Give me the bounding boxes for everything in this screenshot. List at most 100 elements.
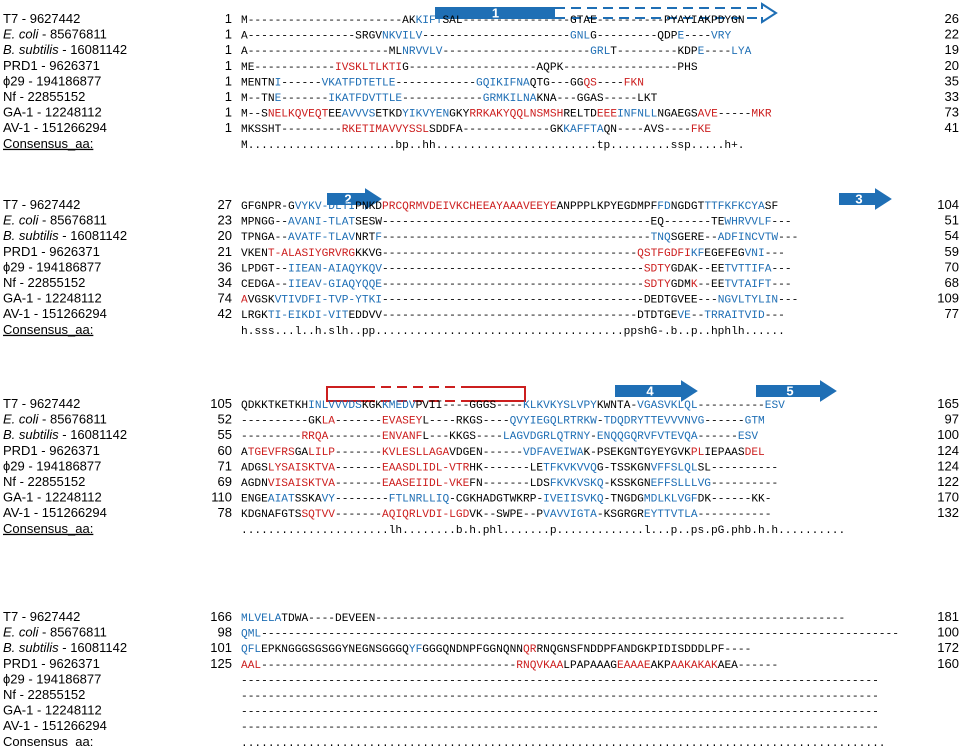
strand-annotation-4: 4 [615, 380, 698, 402]
end-position: 124 [937, 458, 959, 473]
aligned-sequence: AVGSKVTIVDFI-TVP-YTKI-------------------… [241, 295, 798, 307]
end-position: 33 [945, 89, 959, 104]
end-position: 160 [937, 656, 959, 671]
consensus-sequence: ......................lh........b.h.phl.… [241, 525, 845, 537]
strand-gap [555, 6, 761, 20]
sequence-name: ϕ29 - 194186877 [3, 259, 101, 274]
start-position: 69 [218, 474, 232, 489]
sequence-name: PRD1 - 9626371 [3, 656, 100, 671]
sequence-name: T7 - 9627442 [3, 396, 80, 411]
end-position: 181 [937, 609, 959, 624]
strand-annotation-5: 5 [756, 380, 837, 402]
start-position: 1 [225, 27, 232, 42]
start-position: 1 [225, 105, 232, 120]
strand-label: 2 [344, 192, 351, 207]
sequence-name: ϕ29 - 194186877 [3, 671, 101, 686]
sequence-name: AV-1 - 151266294 [3, 120, 107, 135]
start-position: 1 [225, 11, 232, 26]
aligned-sequence: QML-------------------------------------… [241, 629, 899, 641]
start-position: 20 [218, 228, 232, 243]
end-position: 19 [945, 42, 959, 57]
start-position: 71 [218, 458, 232, 473]
end-position: 124 [937, 443, 959, 458]
sequence-row: AV-1 - 151266294------------------------… [3, 718, 879, 734]
sequence-name: T7 - 9627442 [3, 197, 80, 212]
end-position: 35 [945, 73, 959, 88]
sequence-row: GA-1 - 12248112 -------------------------… [3, 703, 879, 719]
consensus-label: Consensus_aa: [3, 521, 93, 536]
aligned-sequence: ----------------------------------------… [241, 707, 879, 719]
start-position: 78 [218, 505, 232, 520]
strand-arrow [839, 188, 892, 210]
helix-annotation [326, 386, 526, 402]
aligned-sequence: VKENT-ALASIYGRVRGKKVG-------------------… [241, 248, 785, 260]
start-position: 21 [218, 244, 232, 259]
alignment-blocks: T7 - 9627442 1 M-----------------------AKK… [3, 11, 959, 746]
end-position: 73 [945, 105, 959, 120]
sequence-name: E. coli - 85676811 [3, 27, 107, 42]
strand-label: 1 [492, 6, 499, 21]
strand-arrow [756, 380, 837, 402]
sequence-name: PRD1 - 9626371 [3, 244, 100, 259]
start-position: 166 [210, 609, 232, 624]
sequence-row: Nf - 22855152---------------------------… [3, 687, 879, 703]
end-position: 77 [945, 306, 959, 321]
aligned-sequence: QDKKTKETKHINLVVVDSKGKKMEDVPVII----GGGS--… [241, 400, 785, 412]
start-position: 98 [218, 625, 232, 640]
end-position: 172 [937, 640, 959, 655]
start-position: 1 [225, 42, 232, 57]
sequence-name: AV-1 - 151266294 [3, 505, 107, 520]
strand-arrow [615, 380, 698, 402]
end-position: 100 [937, 625, 959, 640]
aligned-sequence: CEDGA--IIEAV-GIAQYQQE-------------------… [241, 279, 792, 291]
end-position: 100 [937, 427, 959, 442]
sequence-name: Nf - 22855152 [3, 474, 85, 489]
consensus-row: Consensus_aa:...........................… [3, 734, 886, 746]
end-position: 59 [945, 244, 959, 259]
strand-annotation-1: 1 [435, 2, 778, 24]
start-position: 60 [218, 443, 232, 458]
sequence-name: E. coli - 85676811 [3, 412, 107, 427]
helix-gap [365, 386, 470, 402]
strand-annotation-2: 2 [327, 188, 382, 210]
strand-label: 3 [855, 192, 862, 207]
start-position: 23 [218, 213, 232, 228]
aligned-sequence: MKSSHT---------RKETIMAVVYSSLSDDFA-------… [241, 124, 711, 136]
end-position: 97 [945, 412, 959, 427]
end-position: 54 [945, 228, 959, 243]
end-position: 51 [945, 213, 959, 228]
start-position: 55 [218, 427, 232, 442]
aligned-sequence: MPNGG--AVANI-TLATSESW-------------------… [241, 217, 792, 229]
sequence-row: T7 - 9627442 166 MLVELATDWA----DEVEEN-----… [3, 609, 959, 625]
aligned-sequence: MLVELATDWA----DEVEEN--------------------… [241, 613, 845, 625]
sequence-name: GA-1 - 12248112 [3, 105, 102, 120]
sequence-row: ϕ29 - 194186877-------------------------… [3, 671, 879, 687]
sequence-name: T7 - 9627442 [3, 609, 80, 624]
sequence-name: GA-1 - 12248112 [3, 703, 102, 718]
aligned-sequence: A----------------SRGVNKVILV-------------… [241, 31, 731, 43]
aligned-sequence: ---------RRQA--------ENVANFL---KKGS----L… [241, 431, 758, 443]
aligned-sequence: M-----------------------AKKIFTSAL-------… [241, 15, 745, 27]
end-position: 68 [945, 275, 959, 290]
consensus-row: Consensus_aa: ......................lh...… [3, 521, 845, 537]
sequence-name: Nf - 22855152 [3, 687, 85, 702]
end-position: 22 [945, 27, 959, 42]
sequence-name: B. subtilis - 16081142 [3, 427, 127, 442]
strand-label: 5 [786, 384, 793, 399]
start-position: 74 [218, 291, 232, 306]
consensus-sequence: M......................bp..hh...........… [241, 140, 745, 152]
consensus-label: Consensus_aa: [3, 734, 93, 746]
consensus-sequence: ........................................… [241, 738, 886, 746]
